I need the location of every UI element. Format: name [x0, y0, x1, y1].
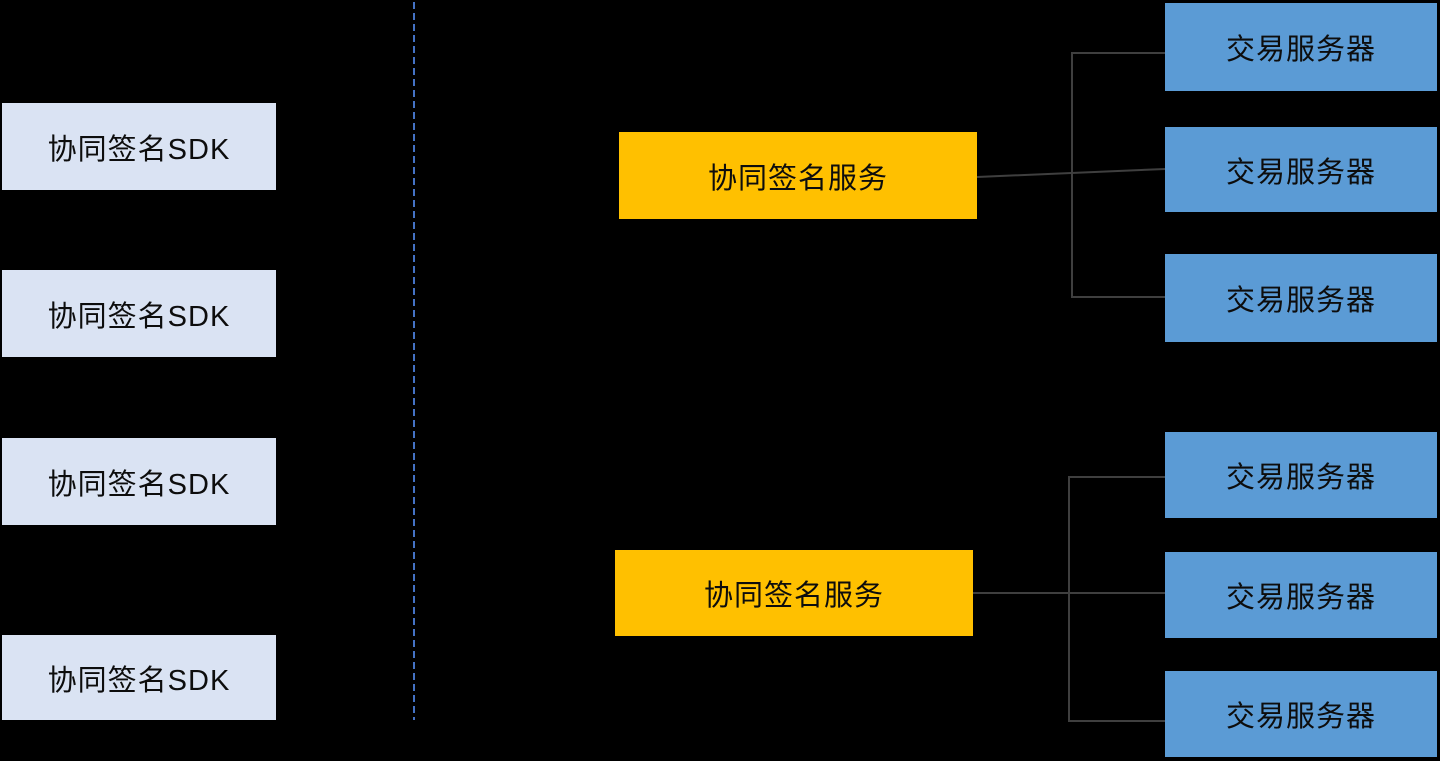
signing-service-node-label: 协同签名服务: [707, 162, 888, 195]
transaction-server-node: 交易服务器: [1165, 671, 1437, 757]
signing-service-node-label: 协同签名服务: [703, 580, 884, 612]
transaction-server-node-label: 交易服务器: [1225, 156, 1376, 189]
transaction-server-node: 交易服务器: [1165, 552, 1437, 638]
sdk-node: 协同签名SDK: [2, 438, 276, 525]
transaction-server-node-label: 交易服务器: [1225, 701, 1376, 733]
transaction-server-node-label: 交易服务器: [1225, 462, 1376, 494]
sdk-node: 协同签名SDK: [2, 635, 276, 720]
signing-service-node: 协同签名服务: [619, 132, 977, 219]
transaction-server-node: 交易服务器: [1165, 3, 1437, 91]
sdk-node: 协同签名SDK: [2, 270, 276, 357]
transaction-server-node: 交易服务器: [1165, 127, 1437, 212]
signing-service-node: 协同签名服务: [615, 550, 973, 636]
transaction-server-node: 交易服务器: [1165, 254, 1437, 342]
connector-line: [976, 168, 1166, 178]
sdk-node-label: 协同签名SDK: [47, 664, 231, 697]
transaction-server-node-label: 交易服务器: [1225, 582, 1376, 614]
sdk-node: 协同签名SDK: [2, 103, 276, 190]
sdk-node-label: 协同签名SDK: [47, 300, 231, 333]
sdk-node-label: 协同签名SDK: [47, 468, 231, 501]
transaction-server-node-label: 交易服务器: [1225, 34, 1376, 66]
transaction-server-node-label: 交易服务器: [1225, 285, 1376, 317]
transaction-server-node: 交易服务器: [1165, 432, 1437, 518]
sdk-node-label: 协同签名SDK: [47, 133, 231, 166]
